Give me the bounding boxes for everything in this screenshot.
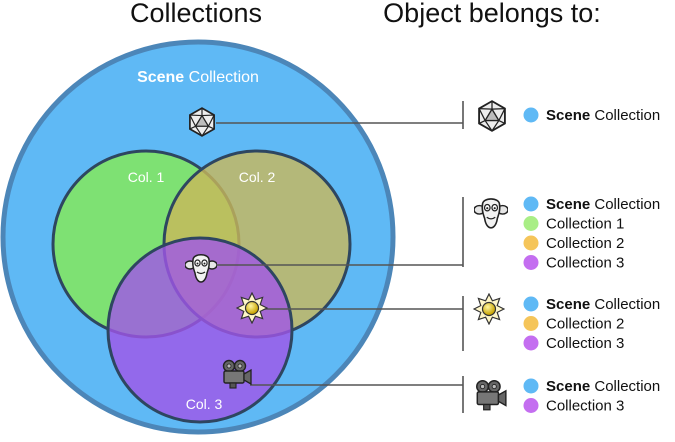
legend-dot: [523, 107, 539, 123]
legend-dot: [523, 316, 539, 331]
sun-lamp-icon: [236, 292, 268, 324]
icosphere-icon: [189, 107, 215, 137]
legend-entry-label: Collection 2: [546, 235, 624, 252]
collection-1-label: Col. 1: [128, 169, 165, 185]
legend-entry-label: Collection 2: [546, 316, 624, 333]
collection-2-label: Col. 2: [239, 169, 276, 185]
legend-dot: [523, 296, 539, 312]
legend-dot: [523, 335, 539, 351]
icosphere-icon: [478, 100, 506, 132]
sun-lamp-icon: [473, 293, 505, 325]
legend-dot: [523, 235, 539, 251]
legend-entry-label: Collection 1: [546, 216, 624, 233]
legend-entry-label: Collection 3: [546, 335, 624, 352]
legend-entry-label: Scene Collection: [546, 296, 660, 313]
connectors: [214, 101, 464, 413]
legend-entry-label: Scene Collection: [546, 196, 660, 213]
legend-dot: [523, 255, 539, 270]
object-belongs-heading: Object belongs to:: [383, 0, 601, 28]
legend-entry-label: Collection 3: [546, 255, 624, 272]
collection-circles: [51, 149, 352, 424]
legend-icosphere: Scene Collection: [523, 107, 660, 124]
scene-collection-label: Scene Collection: [137, 69, 259, 86]
camera-icon: [476, 379, 507, 411]
legend-dot: [523, 378, 539, 394]
monkey-head-icon: [474, 198, 508, 229]
legend-entry-label: Scene Collection: [546, 107, 660, 124]
legend-entry-label: Collection 3: [546, 398, 624, 415]
legend-dot: [523, 196, 539, 212]
collections-heading: Collections: [130, 0, 262, 28]
legend-dot: [523, 398, 539, 413]
legend-entry-label: Scene Collection: [546, 378, 660, 395]
collection-3-label: Col. 3: [186, 396, 223, 412]
legend-dot: [523, 216, 539, 231]
